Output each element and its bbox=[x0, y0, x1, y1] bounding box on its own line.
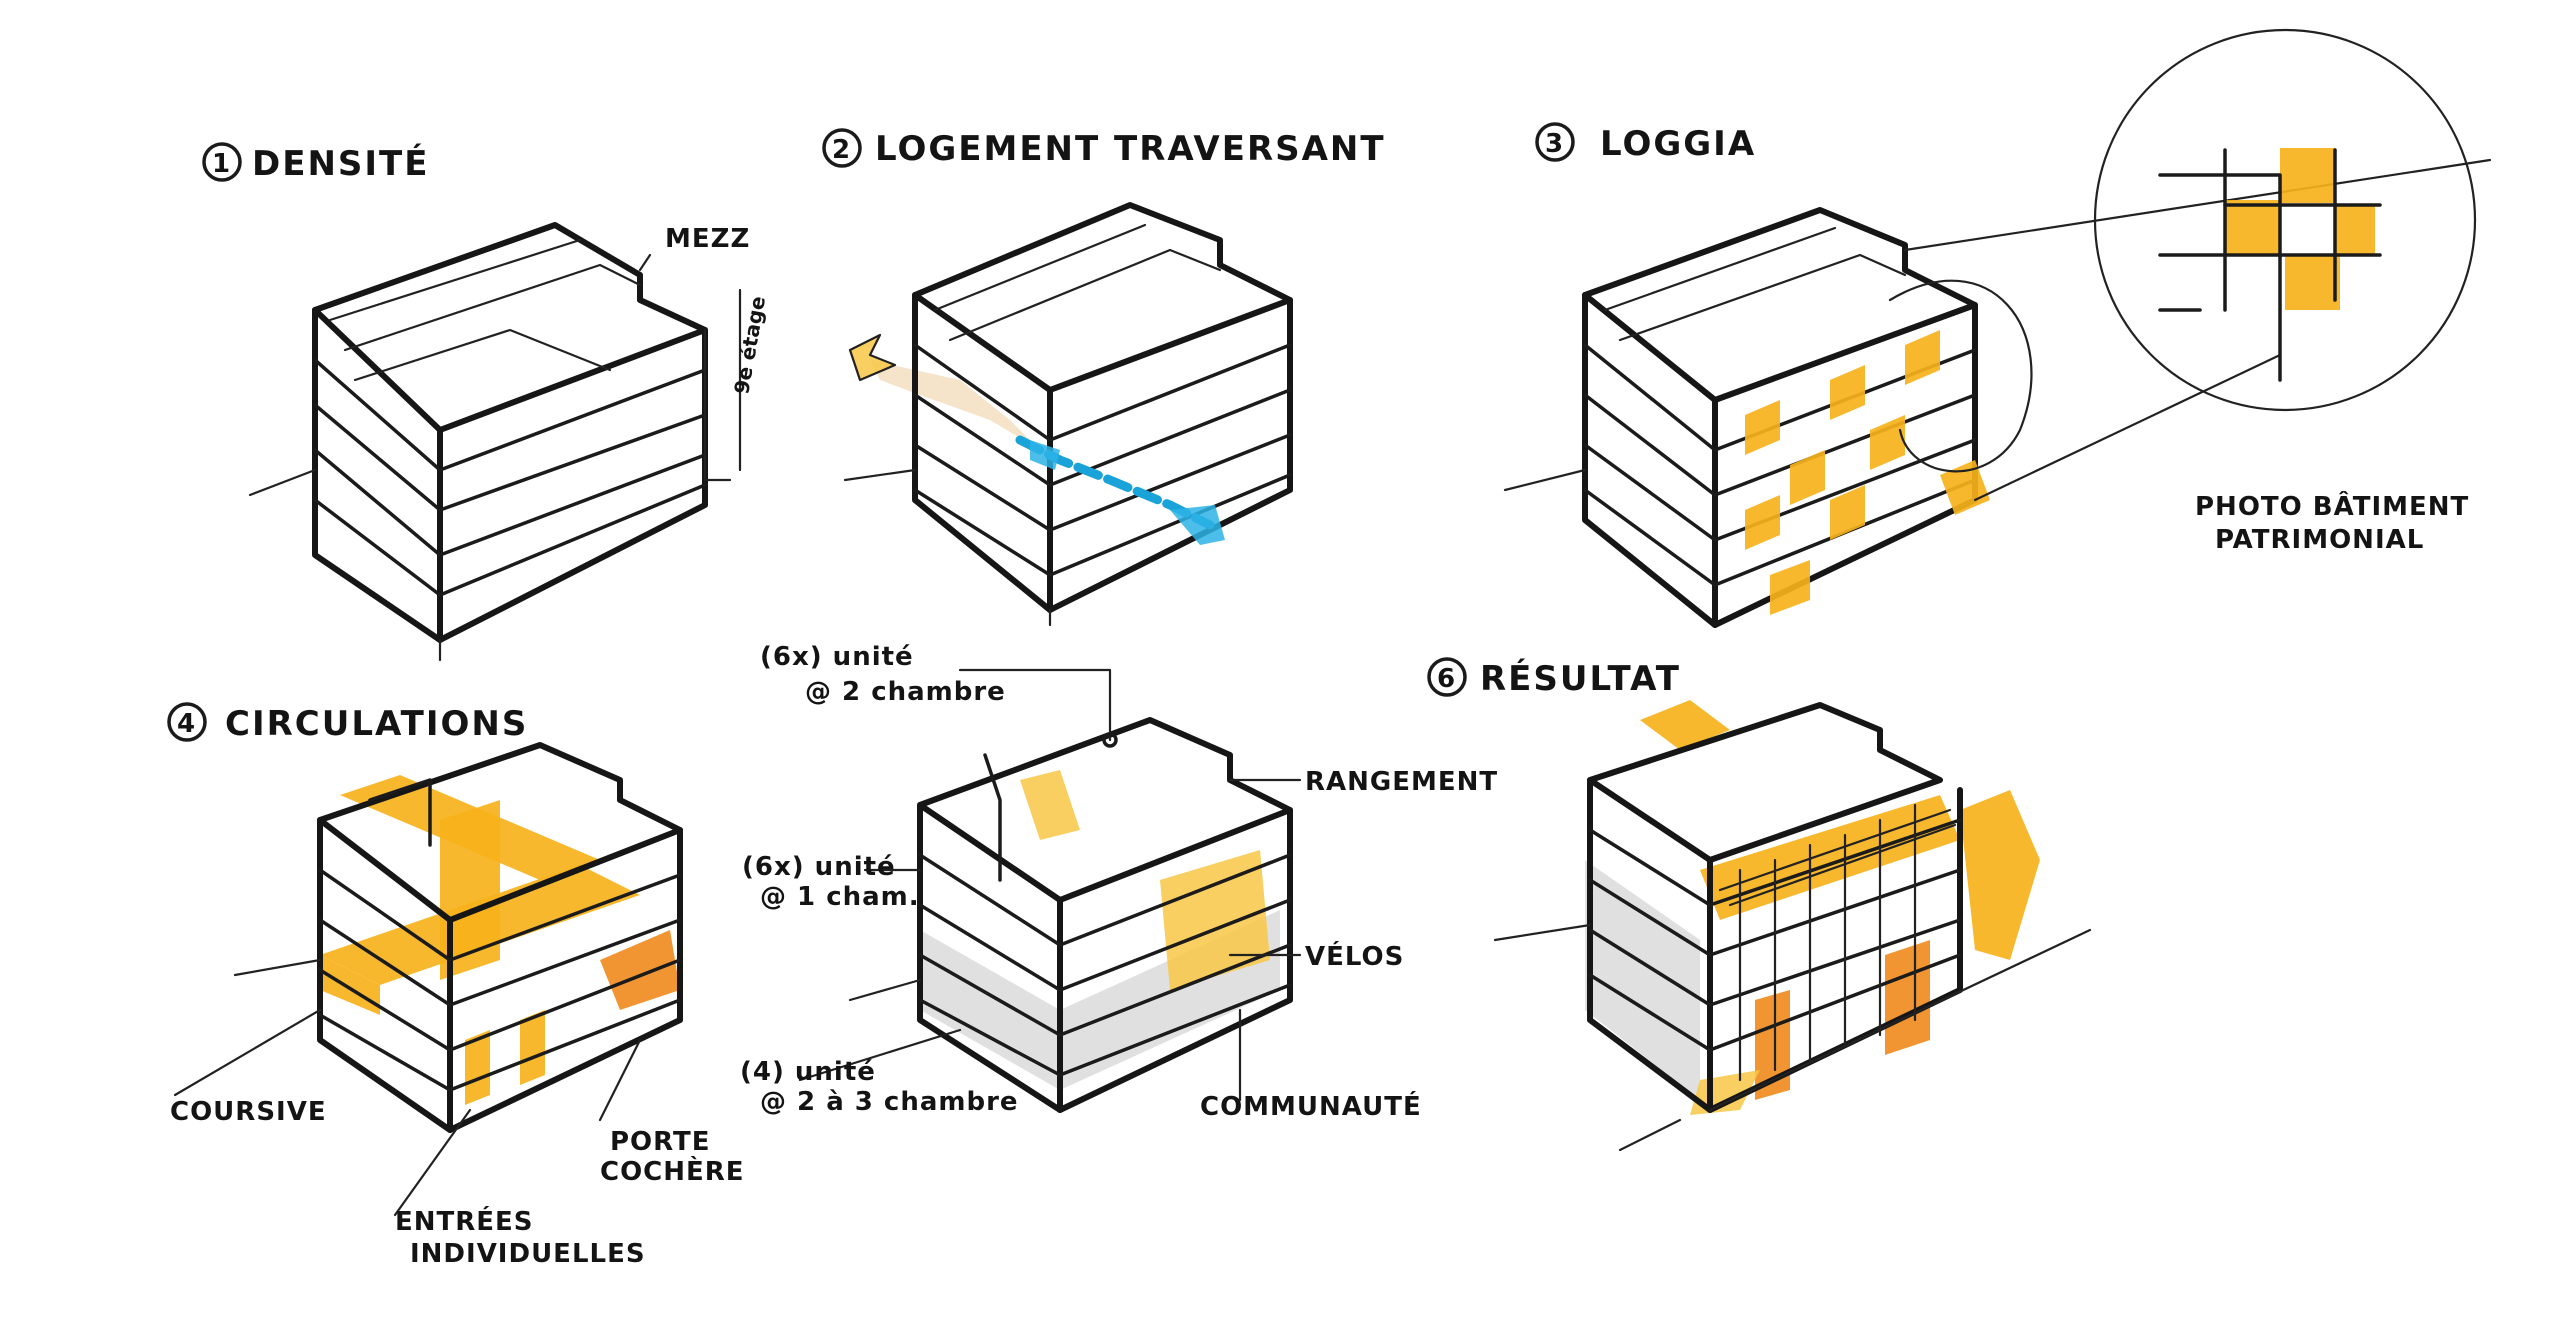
panel-5-annotation-unit-c-type: @ 2 à 3 chambre bbox=[760, 1087, 1019, 1117]
panel-1-number-circle bbox=[202, 142, 242, 182]
panel-1-annotation-mezz: MEZZ bbox=[665, 224, 750, 254]
panel-5-annotation-unit-a-type: @ 2 chambre bbox=[805, 677, 1006, 707]
panel-2-building-sketch bbox=[843, 202, 1293, 627]
panel-3-heritage-photo-detail bbox=[2093, 28, 2477, 412]
panel-5-building-sketch bbox=[798, 668, 1302, 1113]
panel-3-loggia: 3 LOGGIA bbox=[1503, 28, 2492, 628]
panel-4-annotation-porte: PORTE bbox=[610, 1127, 711, 1157]
panel-4-title: CIRCULATIONS bbox=[225, 704, 528, 744]
panel-6-building-sketch bbox=[1493, 700, 2092, 1152]
panel-4-number: 4 bbox=[177, 709, 196, 739]
panel-6-resultat: 6 RÉSULTAT bbox=[1427, 657, 2092, 1152]
panel-2-logement-traversant: 2 LOGEMENT TRAVERSANT bbox=[822, 128, 1386, 627]
panel-1-building-sketch bbox=[248, 222, 742, 662]
panel-5-annotation-rangement: RANGEMENT bbox=[1305, 767, 1498, 797]
panel-5-annotation-communaute: COMMUNAUTÉ bbox=[1200, 1090, 1422, 1122]
panel-5-annotation-unit-a: (6x) unité bbox=[760, 642, 914, 672]
panel-4-number-circle bbox=[167, 702, 207, 742]
panel-2-title: LOGEMENT TRAVERSANT bbox=[875, 129, 1386, 169]
panel-4-annotation-coursive: COURSIVE bbox=[170, 1097, 327, 1127]
panel-6-title: RÉSULTAT bbox=[1480, 658, 1681, 699]
panel-5-programme: (6x) unité @ 2 chambre (6x) unité @ 1 ch… bbox=[740, 642, 1498, 1122]
panel-4-annotation-individuelles: INDIVIDUELLES bbox=[410, 1239, 646, 1269]
panel-3-number: 3 bbox=[1545, 129, 1564, 159]
panel-3-annotation-photo: PHOTO BÂTIMENT bbox=[2195, 490, 2469, 522]
panel-1-title: DENSITÉ bbox=[252, 143, 429, 184]
panel-4-circulations: 4 CIRCULATIONS COURSIVE ENTRÉES INDIVIDU bbox=[167, 702, 745, 1269]
panel-3-title: LOGGIA bbox=[1600, 124, 1756, 164]
panel-1-number: 1 bbox=[212, 149, 231, 179]
panel-6-number: 6 bbox=[1437, 664, 1456, 694]
panel-4-annotation-cochere: COCHÈRE bbox=[600, 1155, 745, 1187]
panel-6-number-circle bbox=[1427, 657, 1467, 697]
panel-5-annotation-unit-b: (6x) unité bbox=[742, 852, 896, 882]
panel-4-annotation-entrees: ENTRÉES bbox=[395, 1205, 534, 1237]
panel-5-annotation-unit-b-type: @ 1 cham. bbox=[760, 882, 920, 912]
panel-4-building-sketch bbox=[173, 742, 683, 1217]
panel-1-annotation-floors: 9e étage bbox=[729, 294, 770, 396]
panel-3-annotation-heritage: PATRIMONIAL bbox=[2215, 525, 2424, 555]
panel-1-densite: 1 DENSITÉ MEZZ 9e étage bbox=[202, 142, 770, 662]
panel-3-number-circle bbox=[1535, 122, 1575, 162]
panel-5-annotation-velos: VÉLOS bbox=[1305, 940, 1404, 972]
panel-5-annotation-unit-c: (4) unité bbox=[740, 1057, 876, 1087]
panel-2-number-circle bbox=[822, 128, 862, 168]
panel-3-loggia-highlights bbox=[1745, 330, 1990, 615]
panel-2-number: 2 bbox=[832, 135, 851, 165]
